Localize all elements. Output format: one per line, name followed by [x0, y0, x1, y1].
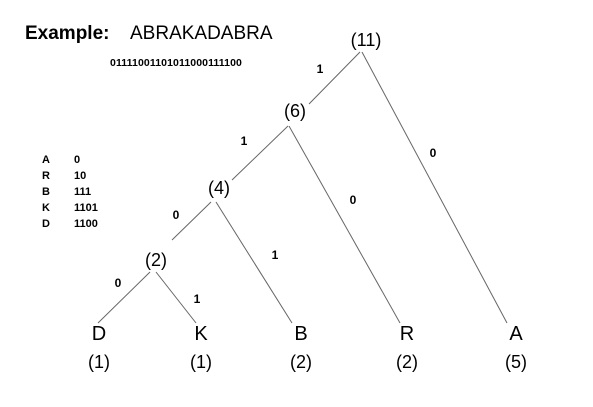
code-table-letter: B: [42, 186, 50, 198]
leaf-letter: R: [400, 323, 414, 345]
tree-edge: [97, 271, 151, 324]
leaf-weight: (5): [505, 352, 527, 372]
example-label: Example:: [25, 23, 110, 44]
encoded-bitstring: 01111001101011000111100: [110, 57, 242, 69]
leaf-weight: (2): [396, 352, 418, 372]
example-word: ABRAKADABRA: [130, 23, 273, 44]
leaf-letter: B: [294, 323, 307, 345]
leaf-weight: (1): [88, 352, 110, 372]
code-table-letter: K: [42, 202, 50, 214]
leaf-weight: (1): [190, 352, 212, 372]
code-table-code: 111: [74, 186, 92, 198]
edge-bit-label: 1: [317, 62, 324, 76]
edge-bit-label: 0: [350, 193, 357, 207]
code-table-code: 0: [74, 154, 81, 166]
edge-bit-label: 0: [173, 208, 180, 222]
leaf-letter: D: [92, 323, 106, 345]
tree-edge: [171, 201, 212, 241]
tree-edge: [308, 51, 361, 105]
internal-node-weight: (4): [208, 178, 230, 198]
code-table-code: 1100: [74, 218, 98, 230]
code-table-letter: R: [42, 170, 50, 182]
edge-bit-label: 1: [272, 248, 279, 262]
code-table-code: 1101: [74, 202, 98, 214]
tree-edge: [288, 125, 401, 324]
code-table-letter: D: [42, 218, 50, 230]
tree-edge: [361, 51, 508, 324]
leaf-weight: (2): [290, 352, 312, 372]
edge-bit-label: 0: [430, 146, 437, 160]
leaf-letter: K: [194, 323, 208, 345]
leaf-letter: A: [509, 323, 523, 345]
edge-bit-label: 1: [241, 134, 248, 148]
edge-bit-label: 1: [194, 292, 201, 306]
internal-node-weight: (2): [145, 250, 167, 270]
internal-node-weight: (6): [284, 101, 306, 121]
code-table-code: 10: [74, 170, 87, 182]
code-table-letter: A: [42, 154, 50, 166]
tree-edge: [155, 271, 197, 324]
edge-bit-label: 0: [115, 276, 122, 290]
internal-node-weight: (11): [351, 30, 382, 50]
tree-edge: [231, 125, 289, 181]
tree-edge: [215, 201, 293, 324]
